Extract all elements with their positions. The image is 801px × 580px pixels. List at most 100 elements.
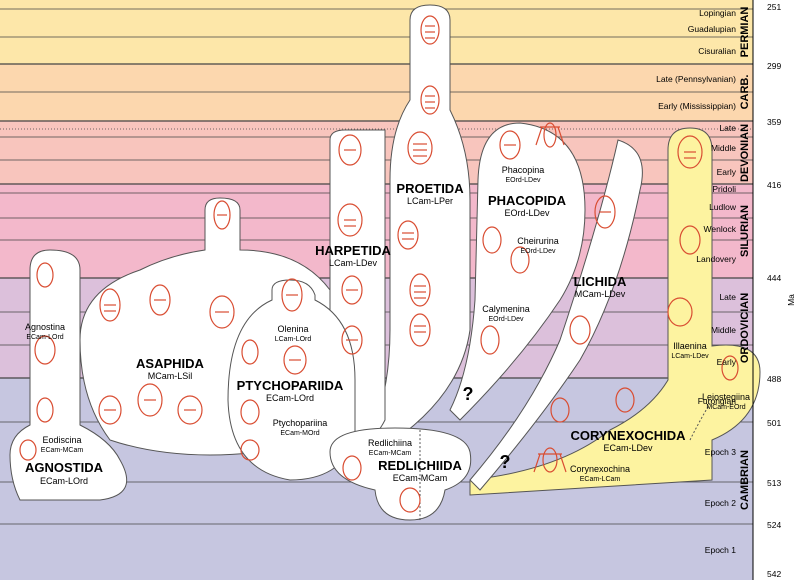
clade-corynexochida-shape [469,127,761,496]
trilobite-icon [98,395,122,425]
epoch-lopingian: Lopingian [699,8,736,18]
suborder-leiostegiina-range: MCam-EOrd [706,404,745,411]
order-ranges: ECam-LOrd MCam-LSil ECam-LOrd LCam-LDev … [40,196,653,486]
suborder-phacopina: Phacopina [502,165,545,175]
epoch-3: Epoch 3 [705,447,736,457]
clade-agnostida-shape [9,249,128,501]
trilobite-icon [283,345,307,375]
trilobite-icon [213,200,231,230]
epoch-furongian: Furongian [698,396,737,406]
uncertain-origin-mark: ? [500,452,511,472]
suborder-phacopina-range: EOrd-LDev [505,177,541,184]
period-carboniferous: CARB. [739,75,751,110]
trilobite-icon [137,383,163,417]
suborder-cheirurina-range: EOrd-LDev [520,248,556,255]
clade-proetida-shape [369,4,471,451]
order-ptychopariida: PTYCHOPARIIDA [237,378,344,393]
order-redlichiida: REDLICHIIDA [378,458,462,473]
trilobite-icon [594,195,616,229]
suborder-corynexochina: Corynexochina [570,464,630,474]
order-agnostida: AGNOSTIDA [25,460,104,475]
trilobite-icon [510,246,530,274]
trilobite-icon [341,275,363,305]
epoch-1: Epoch 1 [705,545,736,555]
suborder-calymenina: Calymenina [482,304,530,314]
order-harpetida: HARPETIDA [315,243,391,258]
age-label: 416 [767,180,781,190]
order-phacopida: PHACOPIDA [488,193,567,208]
trilobite-icon [407,131,433,165]
trilobite-icon [420,85,440,115]
range-phacopida: EOrd-LDev [504,208,550,218]
trilobite-icon [480,325,500,355]
trilobite-icon [679,225,701,255]
suborder-eodiscina-range: ECam-MCam [41,447,84,454]
order-corynexochida: CORYNEXOCHIDA [570,428,686,443]
trilobite-icon [240,439,260,461]
order-proetida: PROETIDA [396,181,464,196]
range-harpetida: LCam-LDev [329,258,378,268]
trilobite-icon [36,397,54,423]
trilobite-icon [550,397,570,423]
age-label: 444 [767,273,781,283]
suborder-agnostina-range: ECam-LOrd [26,334,63,341]
trilobite-icon [397,220,419,250]
trilobite-icon [241,339,259,365]
epoch-ordovician-early: Early [717,357,737,367]
range-redlichiida: ECam-MCam [393,473,448,483]
epoch-ordovician-middle: Middle [711,325,736,335]
suborder-olenina: Olenina [277,324,308,334]
epoch-devonian-early: Early [717,167,737,177]
epoch-wenlock: Wenlock [704,224,737,234]
suborder-calymenina-range: EOrd-LDev [488,316,524,323]
band-carboniferous [0,64,753,121]
trilobite-icon [409,273,431,307]
epoch-guadalupian: Guadalupian [688,24,736,34]
period-devonian: DEVONIAN [739,124,751,182]
epoch-labels: Lopingian Guadalupian Cisuralian Late (P… [656,8,737,555]
suborder-olenina-range: LCam-LOrd [275,336,312,343]
epoch-landovery: Landovery [696,254,736,264]
age-label: 359 [767,117,781,127]
suborder-illaenina: Illaenina [673,341,707,351]
period-ordovician: ORDOVICIAN [739,293,751,363]
epoch-cisuralian: Cisuralian [698,46,736,56]
trilobite-icon [337,203,363,237]
suborder-ptychopariina-range: ECam-MOrd [280,430,319,437]
suborder-corynexochina-range: ECam-LCam [580,476,621,483]
clade-redlichiida-shape [329,427,472,521]
clade-phacopida-shape [449,122,586,421]
age-label: 513 [767,478,781,488]
trilobite-icon [569,315,591,345]
order-labels: AGNOSTIDA ASAPHIDA PTYCHOPARIIDA HARPETI… [25,181,686,475]
trilobite-icon [721,355,739,381]
age-label: 524 [767,520,781,530]
range-asaphida: MCam-LSil [148,371,193,381]
order-asaphida: ASAPHIDA [136,356,205,371]
suborder-ptychopariina: Ptychopariina [273,418,328,428]
trilobite-icon [399,487,421,513]
trilobite-icon [99,288,121,322]
suborder-agnostina: Agnostina [25,322,65,332]
age-label: 488 [767,374,781,384]
age-axis-unit: Ma [786,294,796,306]
range-agnostida: ECam-LOrd [40,476,88,486]
clade-lichida-shape [469,139,643,491]
trilobite-icon [677,135,703,169]
range-ptychopariida: ECam-LOrd [266,393,314,403]
trilobite-icon [533,447,567,473]
trilobite-icon [34,335,56,365]
age-label: 299 [767,61,781,71]
trilobite-icon [409,313,431,347]
suborder-labels: Agnostina ECam-LOrd Eodiscina ECam-MCam … [25,165,750,483]
age-label: 501 [767,418,781,428]
epoch-ordovician-late: Late [719,292,736,302]
suborder-redlichiina: Redlichiina [368,438,412,448]
epoch-2: Epoch 2 [705,498,736,508]
period-labels: PERMIAN CARB. DEVONIAN SILURIAN ORDOVICI… [739,7,751,510]
epoch-pridoli: Pridoli [712,184,736,194]
trilobite-icon [341,325,363,355]
epoch-early-mississippian: Early (Mississippian) [658,101,736,111]
age-label: 542 [767,569,781,579]
